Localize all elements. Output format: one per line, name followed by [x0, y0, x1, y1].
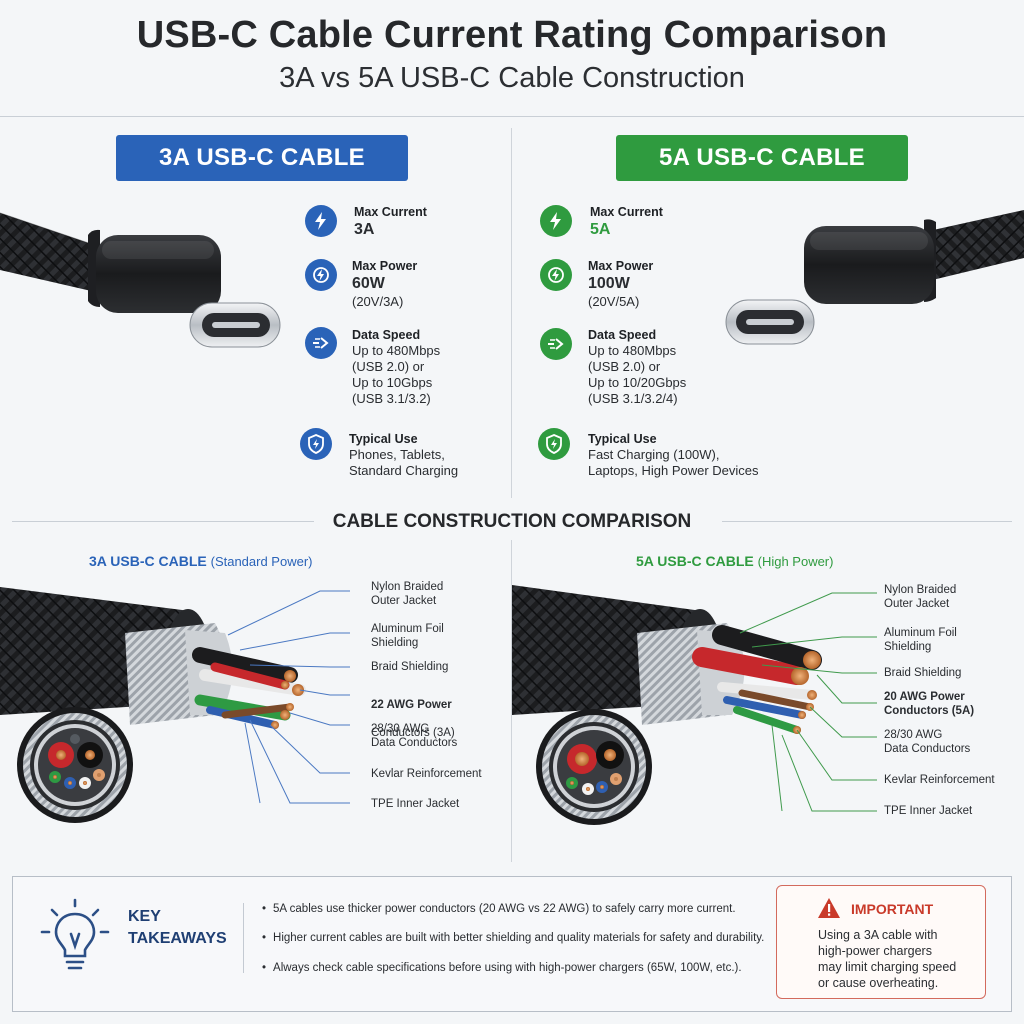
spec-value: 60W [352, 275, 385, 292]
callout-5a-jacket: Nylon Braided Outer Jacket [884, 584, 957, 610]
callout-3a-tpe: TPE Inner Jacket [371, 798, 460, 810]
callout-5a-braid: Braid Shielding [884, 667, 962, 679]
bottom-column-divider [511, 540, 512, 862]
cable-3a-cutaway [0, 587, 350, 823]
spec-3a-use: Typical Use Phones, Tablets, Standard Ch… [349, 431, 458, 479]
construction-title-paren: (Standard Power) [210, 554, 313, 569]
connector-3a-illustration [0, 212, 281, 348]
spec-5a-power: Max Power 100W (20V/5A) [588, 258, 653, 310]
spec-label: Typical Use [588, 432, 657, 446]
spec-value: Fast Charging (100W), Laptops, High Powe… [588, 447, 759, 478]
spec-3a-power: Max Power 60W (20V/3A) [352, 258, 417, 310]
spec-5a-use: Typical Use Fast Charging (100W), Laptop… [588, 431, 759, 479]
spec-label: Max Power [588, 259, 654, 273]
important-text: Using a 3A cable with high-power charger… [818, 928, 957, 990]
section-rule-right [722, 521, 1012, 522]
spec-3a-current: Max Current 3A [354, 204, 427, 240]
spec-label: Max Power [352, 259, 418, 273]
data-transfer-icon [305, 327, 337, 359]
takeaway-item: 5A cables use thicker power conductors (… [262, 903, 736, 915]
callout-3a-kevlar: Kevlar Reinforcement [371, 768, 482, 780]
spec-value: 100W [588, 275, 630, 292]
construction-5a-title: 5A USB-C CABLE (High Power) [636, 553, 833, 569]
construction-title-text: 5A USB-C CABLE [636, 553, 754, 569]
spec-5a-current: Max Current 5A [590, 204, 663, 240]
data-transfer-icon [540, 328, 572, 360]
spec-value: Up to 480Mbps (USB 2.0) or Up to 10/20Gb… [588, 343, 687, 406]
spec-value: 5A [590, 221, 611, 238]
lightning-icon [540, 205, 572, 237]
spec-label: Data Speed [352, 328, 421, 342]
key-title-line1: KEY [128, 908, 161, 925]
spec-value: Up to 480Mbps (USB 2.0) or Up to 10Gbps … [352, 343, 441, 406]
shield-icon [300, 428, 332, 460]
spec-detail: (20V/3A) [352, 294, 404, 309]
power-icon [540, 259, 572, 291]
warning-icon [818, 898, 840, 918]
callout-3a-foil: Aluminum Foil Shielding [371, 623, 444, 649]
spec-detail: (20V/5A) [588, 294, 640, 309]
cable-5a-cutaway [512, 585, 877, 825]
callout-3a-power: 22 AWG Power Conductors (3A) [371, 684, 455, 740]
construction-title-paren: (High Power) [757, 554, 834, 569]
callout-3a-jacket: Nylon Braided Outer Jacket [371, 581, 444, 607]
badge-5a: 5A USB-C CABLE [616, 135, 908, 181]
spec-label: Data Speed [588, 328, 657, 342]
spec-3a-data: Data Speed Up to 480Mbps (USB 2.0) or Up… [352, 327, 440, 407]
takeaway-item: Higher current cables are built with bet… [262, 932, 764, 944]
page-subtitle: 3A vs 5A USB-C Cable Construction [279, 62, 745, 94]
construction-heading: CABLE CONSTRUCTION COMPARISON [332, 511, 692, 532]
spec-value: Phones, Tablets, Standard Charging [349, 447, 459, 478]
callout-power-detail: Conductors (3A) [371, 727, 455, 739]
power-icon [305, 259, 337, 291]
spec-label: Max Current [590, 205, 663, 219]
header-divider [0, 116, 1024, 117]
spec-5a-data: Data Speed Up to 480Mbps (USB 2.0) or Up… [588, 327, 686, 407]
callout-3a-braid: Braid Shielding [371, 661, 449, 673]
callout-5a-tpe: TPE Inner Jacket [884, 805, 973, 817]
connector-5a-illustration [725, 210, 1024, 345]
callout-5a-kevlar: Kevlar Reinforcement [884, 774, 995, 786]
callout-5a-data: 28/30 AWG Data Conductors [884, 729, 971, 755]
key-takeaways-separator [243, 903, 244, 973]
callout-power-label: 22 AWG Power [371, 699, 452, 711]
takeaway-item: Always check cable specifications before… [262, 962, 742, 974]
top-column-divider [511, 128, 512, 498]
important-title: IMPORTANT [851, 901, 934, 917]
callout-5a-foil: Aluminum Foil Shielding [884, 627, 957, 653]
lightbulb-icon [40, 898, 110, 970]
spec-value: 3A [354, 221, 375, 238]
section-rule-left [12, 521, 314, 522]
callout-3a-data: 28/30 AWG Data Conductors [371, 723, 458, 749]
page-title: USB-C Cable Current Rating Comparison [136, 14, 888, 56]
key-title-line2: TAKEAWAYS [128, 930, 227, 947]
shield-icon [538, 428, 570, 460]
spec-label: Typical Use [349, 432, 418, 446]
lightning-icon [305, 205, 337, 237]
key-takeaways-title: KEY TAKEAWAYS [128, 906, 227, 950]
spec-label: Max Current [354, 205, 427, 219]
important-notice [776, 885, 986, 999]
badge-3a: 3A USB-C CABLE [116, 135, 408, 181]
construction-title-text: 3A USB-C CABLE [89, 553, 207, 569]
callout-5a-power: 20 AWG Power Conductors (5A) [884, 691, 975, 717]
construction-3a-title: 3A USB-C CABLE (Standard Power) [89, 553, 313, 569]
